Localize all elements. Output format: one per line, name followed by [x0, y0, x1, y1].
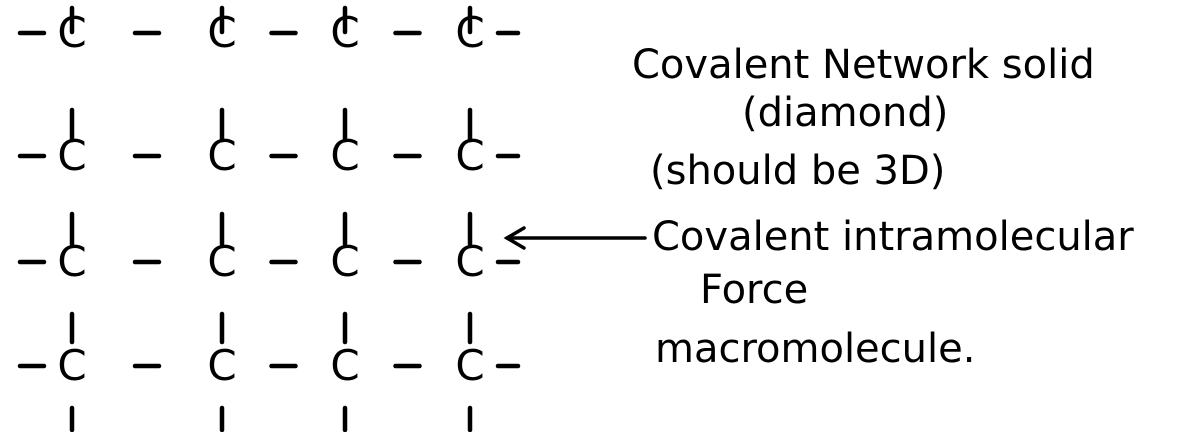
subtitle-label: (diamond) — [742, 90, 948, 136]
force-label-line1: Covalent intramolecular — [652, 214, 1134, 260]
carbon-atom: C — [57, 341, 86, 390]
note-label: (should be 3D) — [650, 148, 945, 194]
title-label: Covalent Network solid — [632, 42, 1095, 88]
carbon-atom: C — [207, 341, 236, 390]
carbon-lattice: CCCCCCCCCCCCCCCC — [17, 5, 521, 432]
carbon-atom: C — [455, 341, 484, 390]
macromolecule-label: macromolecule. — [655, 326, 975, 372]
carbon-atom: C — [330, 341, 359, 390]
arrow-head — [503, 226, 526, 250]
force-arrow — [503, 226, 647, 250]
force-label-line2: Force — [700, 267, 808, 313]
